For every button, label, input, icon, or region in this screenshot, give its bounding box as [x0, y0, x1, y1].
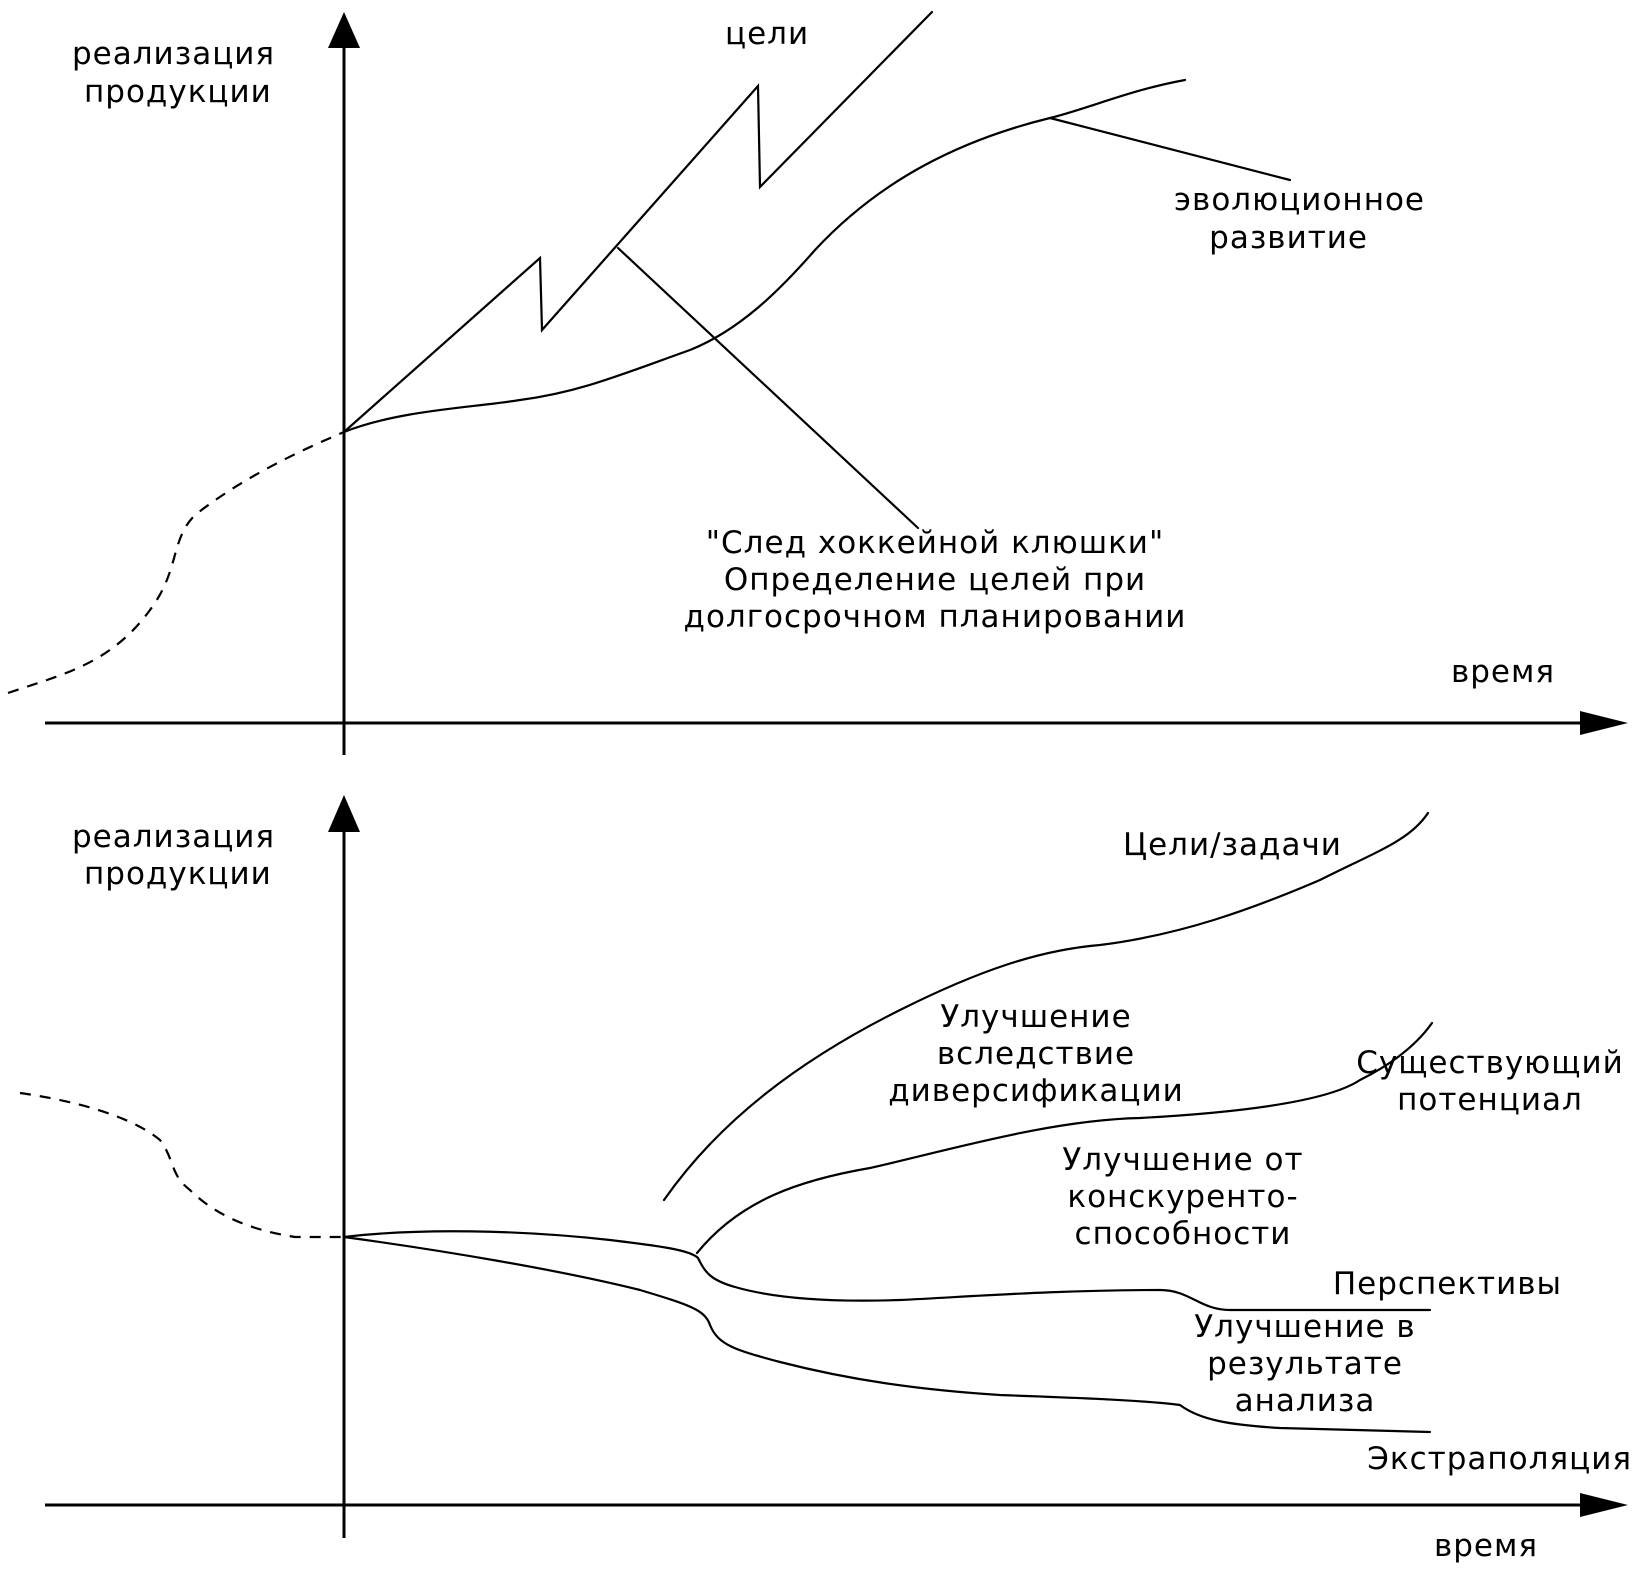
competitiveness-label-line3: способности [1075, 1216, 1292, 1252]
existing-potential-label-line2: потенциал [1397, 1082, 1583, 1118]
goals-tasks-curve [662, 811, 1430, 1202]
top-y-axis-label-line2: продукции [84, 74, 272, 110]
bottom-past-trend-line [19, 1091, 344, 1239]
prospects-label: Перспективы [1333, 1266, 1562, 1302]
top-panel: реализация продукции цели эволюционное р… [7, 10, 1628, 755]
top-x-axis-label: время [1451, 654, 1555, 690]
top-x-axis-arrow [1580, 711, 1628, 735]
evolution-label-line2: развитие [1209, 220, 1368, 256]
diversification-label-line1: Улучшение [940, 999, 1131, 1035]
goals-label: цели [725, 16, 809, 52]
extrapolation-curve [342, 1235, 1432, 1434]
competitiveness-label-line2: конскуренто- [1067, 1179, 1298, 1215]
analysis-label-line3: анализа [1235, 1383, 1376, 1419]
extrapolation-label: Экстраполяция [1367, 1441, 1632, 1477]
hockey-label-line3: долгосрочном планировании [684, 599, 1187, 635]
prospects-curve [342, 1230, 1432, 1312]
top-y-axis-arrow [328, 12, 360, 48]
goals-zigzag-line [342, 10, 934, 434]
existing-potential-label-line1: Существующий [1356, 1045, 1624, 1081]
bottom-panel: реализация продукции Цели/задачи Улучшен… [19, 795, 1632, 1564]
evolution-curve [342, 78, 1187, 434]
bottom-y-axis-label-line2: продукции [84, 856, 272, 892]
diversification-label-line3: диверсификации [888, 1073, 1184, 1109]
analysis-label-line2: результате [1207, 1346, 1403, 1382]
hockey-leader-line [616, 246, 920, 530]
bottom-x-axis-label: время [1434, 1528, 1538, 1564]
competitiveness-label-line1: Улучшение от [1062, 1142, 1303, 1178]
hockey-label-line1: "След хоккейной клюшки" [706, 525, 1164, 561]
diversification-label-line2: вследствие [937, 1036, 1135, 1072]
bottom-y-axis-arrow [328, 795, 360, 832]
bottom-x-axis-arrow [1580, 1493, 1628, 1517]
evolution-leader-line [1048, 116, 1292, 182]
hockey-label-line2: Определение целей при [724, 562, 1146, 598]
top-y-axis-label-line1: реализация [72, 36, 275, 72]
analysis-label-line1: Улучшение в [1194, 1309, 1415, 1345]
bottom-y-axis-label-line1: реализация [72, 819, 275, 855]
goals-tasks-label: Цели/задачи [1123, 827, 1342, 863]
top-past-trend-line [7, 430, 345, 695]
evolution-label-line1: эволюционное [1174, 182, 1425, 218]
existing-potential-curve [695, 1021, 1434, 1255]
